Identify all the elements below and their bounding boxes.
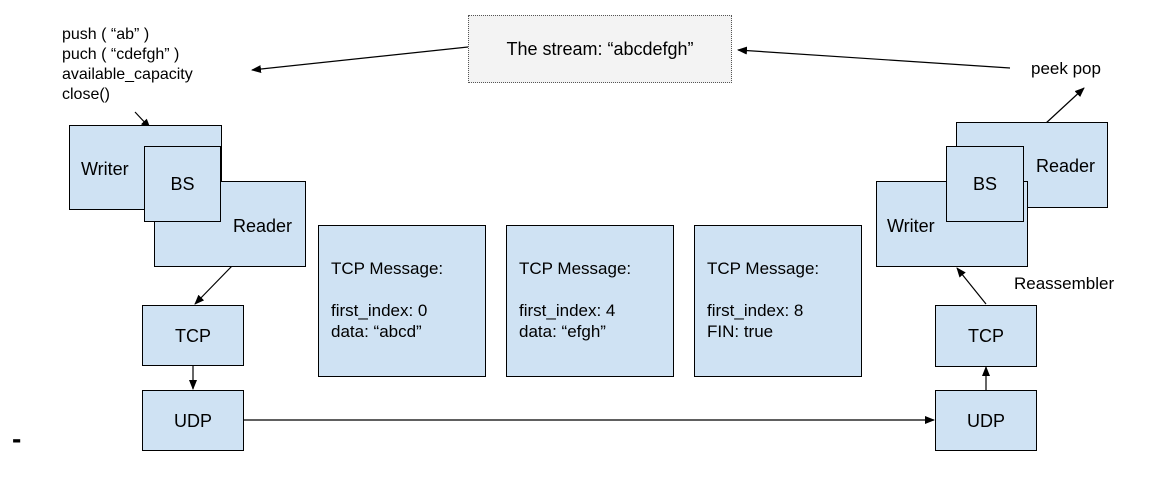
op-push-ab: push ( “ab” )	[62, 26, 150, 43]
left-tcp-label: TCP	[175, 325, 211, 346]
op-available-capacity: available_capacity	[62, 66, 193, 83]
left-bs-box: BS	[144, 146, 221, 222]
right-tcp-box: TCP	[935, 305, 1037, 367]
right-udp-box: UDP	[935, 390, 1037, 451]
right-udp-label: UDP	[966, 410, 1005, 431]
tcp-to-writer-arrow	[956, 267, 987, 305]
tcp-message-title: TCP Message:	[519, 259, 632, 278]
right-bs-label: BS	[972, 174, 997, 194]
tcp-message-data: data: “efgh”	[519, 322, 606, 341]
tcp-message-3: TCP Message: first_index: 8 FIN: true	[694, 225, 862, 377]
reader-to-peek-pop-arrow	[1044, 87, 1085, 125]
tcp-message-1: TCP Message: first_index: 0 data: “abcd”	[318, 225, 486, 377]
reader-to-tcp-arrow	[194, 265, 233, 305]
left-udp-label: UDP	[173, 410, 212, 431]
left-reader-label: Reader	[233, 216, 293, 236]
tcp-message-first-index: first_index: 0	[331, 301, 428, 320]
left-writer-label: Writer	[81, 159, 129, 179]
right-reader-label: Reader	[1036, 156, 1096, 176]
writer-operations: push ( “ab” ) puch ( “cdefgh” ) availabl…	[62, 25, 193, 105]
stream-box: The stream: “abcdefgh”	[468, 15, 732, 83]
peek-pop-to-stream-arrow	[737, 46, 1011, 69]
tcp-message-title: TCP Message:	[331, 259, 444, 278]
stream-to-writer-ops-arrow	[251, 46, 469, 74]
stream-label: The stream: “abcdefgh”	[506, 38, 694, 59]
right-writer-label: Writer	[887, 216, 935, 236]
left-reader-box: Reader	[154, 181, 306, 267]
tcp-message-data: data: “abcd”	[331, 322, 422, 341]
page-mark: -	[12, 423, 22, 454]
op-close: close()	[62, 86, 111, 103]
tcp-message-first-index: first_index: 8	[707, 301, 804, 320]
right-bs-box: BS	[946, 146, 1024, 222]
tcp-message-first-index: first_index: 4	[519, 301, 616, 320]
left-bs-label: BS	[170, 174, 195, 194]
left-tcp-box: TCP	[142, 305, 244, 366]
op-push-cdefgh: puch ( “cdefgh” )	[62, 46, 180, 63]
reader-operations: peek pop	[1031, 59, 1101, 78]
right-tcp-label: TCP	[968, 326, 1004, 346]
tcp-message-title: TCP Message:	[707, 259, 820, 278]
tcp-message-2: TCP Message: first_index: 4 data: “efgh”	[506, 225, 674, 377]
left-udp-box: UDP	[142, 390, 244, 451]
tcp-message-fin: FIN: true	[707, 322, 774, 341]
reassembler-label: Reassembler	[1014, 274, 1115, 293]
